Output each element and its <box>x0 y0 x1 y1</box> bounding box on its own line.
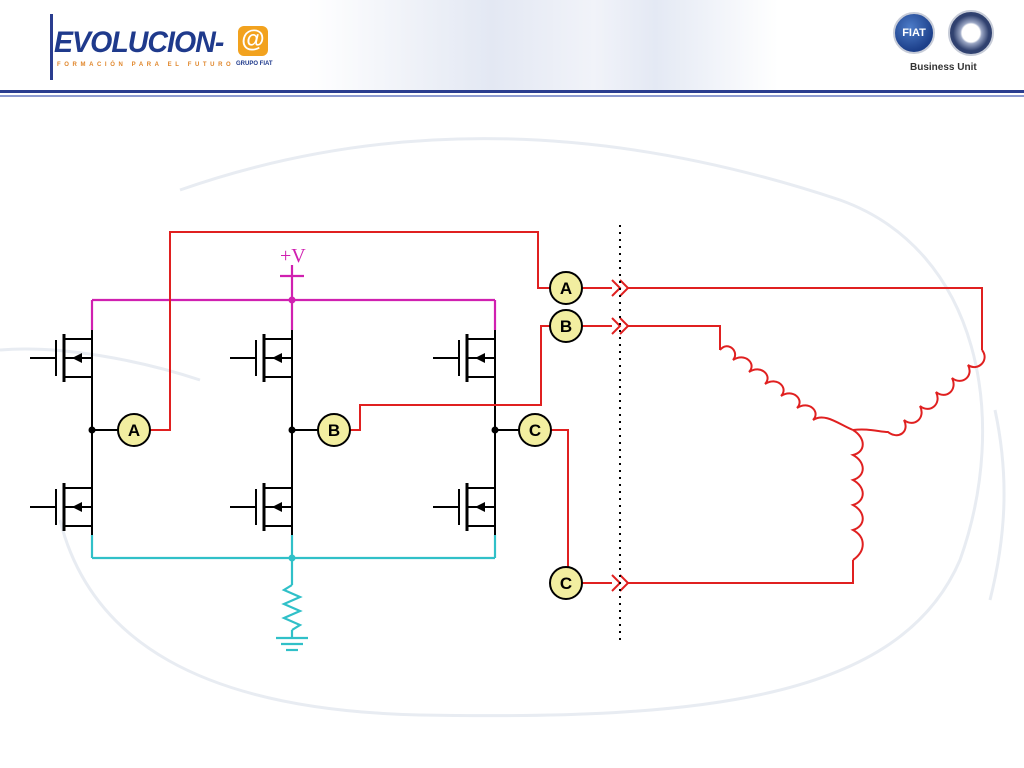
wire-phase-c <box>550 429 569 584</box>
inverter-label-c-badge <box>518 413 552 447</box>
logo-group: GRUPO FIAT <box>236 61 273 67</box>
positive-rail-node <box>288 296 296 304</box>
connector-b-chevrons <box>611 317 622 335</box>
connector-label-c-badge <box>549 566 583 600</box>
header-rule <box>0 90 1024 93</box>
background-sketch <box>0 137 1006 718</box>
negative-rail <box>90 535 497 652</box>
inverter-label-a: A <box>128 421 140 440</box>
logo-accent-bar <box>50 14 53 80</box>
mosfet-low-c <box>431 477 497 537</box>
header-rule-thin <box>0 95 1024 97</box>
connector-label-b: B <box>560 317 572 336</box>
phase-wires <box>150 231 986 592</box>
motor-coil-b <box>719 345 854 431</box>
mosfet-high-c <box>431 328 497 388</box>
connector-a-chevrons <box>611 279 622 297</box>
inverter-label-c: C <box>529 421 541 440</box>
wire-phase-b <box>350 325 550 431</box>
inverter-label-a-badge <box>117 413 151 447</box>
header-banner <box>0 0 1024 90</box>
lancia-logo <box>948 10 994 56</box>
connector-label-c: C <box>560 574 572 593</box>
motor-coil-c <box>850 429 864 561</box>
logo-tagline: FORMACIÓN PARA EL FUTURO <box>57 62 235 68</box>
motor-lead-c <box>628 560 854 584</box>
fiat-logo-text: FIAT <box>902 27 926 39</box>
motor-lead-b <box>628 325 721 350</box>
mosfet-low-b <box>228 477 294 537</box>
node-b <box>288 426 296 434</box>
inverter-label-b-badge <box>317 413 351 447</box>
business-unit-label: Business Unit <box>910 62 977 73</box>
mosfet-high-a <box>28 328 94 388</box>
motor-coil-a <box>852 349 986 437</box>
connector-label-b-badge <box>549 309 583 343</box>
mosfet-high-b <box>228 328 294 388</box>
wire-phase-a <box>150 231 550 431</box>
negative-rail-node <box>288 554 296 562</box>
shunt-resistor <box>281 584 303 631</box>
half-bridge-legs <box>91 386 520 479</box>
supply-label: +V <box>280 245 306 267</box>
node-a <box>88 426 96 434</box>
connector-label-a-badge <box>549 271 583 305</box>
connector-c-chevrons <box>611 574 622 592</box>
fiat-logo: FIAT <box>893 12 935 54</box>
logo-evolucion: EVOLUCION- <box>54 26 224 59</box>
connector-label-a: A <box>560 279 572 298</box>
node-c <box>491 426 499 434</box>
motor-lead-a <box>628 287 983 350</box>
logo-at-icon: @ <box>238 26 268 56</box>
inverter-label-b: B <box>328 421 340 440</box>
